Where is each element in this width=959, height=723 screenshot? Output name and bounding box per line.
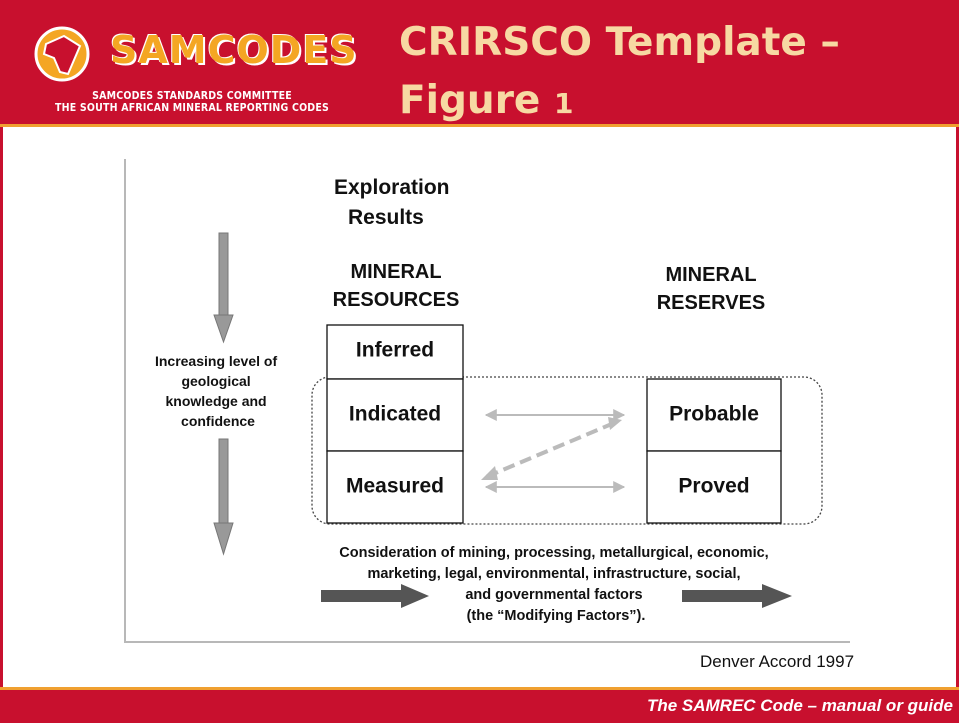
probable-box bbox=[646, 378, 782, 452]
down-arrow-top-shaft bbox=[218, 232, 229, 316]
samcodes-logo: SAMCODES SAMCODES STANDARDS COMMITTEE TH… bbox=[22, 14, 362, 114]
title-figure-number: 1 bbox=[553, 87, 574, 120]
inferred-label: Inferred bbox=[356, 339, 434, 362]
crirsco-figure: Exploration Results MINERAL RESOURCES MI… bbox=[124, 159, 850, 643]
side-label-line-2: geological bbox=[181, 373, 250, 389]
right-dark-arrow-shaft bbox=[682, 590, 762, 602]
crirsco-diagram: Exploration Results MINERAL RESOURCES MI… bbox=[155, 176, 823, 624]
reserves-title-1: MINERAL bbox=[665, 264, 756, 286]
header-banner: SAMCODES SAMCODES STANDARDS COMMITTEE TH… bbox=[0, 0, 959, 127]
side-label-line-1: Increasing level of bbox=[155, 353, 277, 369]
down-arrow-top-head bbox=[213, 314, 234, 344]
measured-box bbox=[326, 450, 464, 524]
indicated-measured-envelope bbox=[311, 376, 823, 525]
logo-wordmark: SAMCODES bbox=[110, 28, 358, 72]
inferred-box bbox=[326, 324, 464, 380]
exploration-title-1: Exploration bbox=[334, 176, 450, 199]
modifying-line-3: and governmental factors bbox=[465, 587, 642, 603]
left-border bbox=[0, 127, 3, 687]
proved-box bbox=[646, 450, 782, 524]
modifying-line-2: marketing, legal, environmental, infrast… bbox=[367, 566, 740, 582]
side-label-line-4: confidence bbox=[181, 413, 255, 429]
dashed-arrow-head-left bbox=[481, 466, 498, 480]
resources-title-1: MINERAL bbox=[350, 261, 441, 283]
left-dark-arrow-shaft bbox=[321, 590, 401, 602]
proved-label: Proved bbox=[678, 475, 749, 498]
down-arrow-bottom-shaft bbox=[218, 438, 229, 524]
page-title: CRIRSCO Template – Figure 1 bbox=[399, 14, 939, 133]
logo-subtitle-1: SAMCODES STANDARDS COMMITTEE bbox=[92, 90, 292, 102]
figure-caption: Denver Accord 1997 bbox=[700, 652, 855, 671]
africa-map-icon bbox=[34, 26, 90, 82]
modifying-line-1: Consideration of mining, processing, met… bbox=[339, 545, 768, 561]
title-figure-word: Figure bbox=[399, 78, 554, 123]
right-dark-arrow-head bbox=[762, 584, 792, 608]
footer-text: The SAMREC Code – manual or guide bbox=[646, 696, 953, 715]
side-label: Increasing level of geological knowledge… bbox=[155, 353, 281, 429]
side-label-line-3: knowledge and bbox=[165, 393, 266, 409]
modifying-line-4: (the “Modifying Factors”). bbox=[467, 608, 646, 624]
indicated-label: Indicated bbox=[349, 403, 441, 426]
down-arrow-bottom-head bbox=[213, 522, 234, 556]
footer-bar: The SAMREC Code – manual or guide bbox=[0, 687, 959, 723]
probable-label: Probable bbox=[669, 403, 759, 426]
logo-subtitle-2: THE SOUTH AFRICAN MINERAL REPORTING CODE… bbox=[54, 102, 330, 114]
modifying-factors-text: Consideration of mining, processing, met… bbox=[339, 545, 772, 624]
dashed-arrow-head-right bbox=[608, 417, 622, 430]
reserves-title-2: RESERVES bbox=[657, 292, 766, 314]
title-line-1: CRIRSCO Template – bbox=[399, 20, 840, 65]
resources-title-2: RESOURCES bbox=[333, 289, 460, 311]
measured-label: Measured bbox=[346, 475, 444, 498]
exploration-title-2: Results bbox=[348, 206, 424, 229]
right-border bbox=[956, 127, 959, 687]
title-line-2: Figure 1 bbox=[399, 72, 939, 133]
measured-probable-dashed-arrow bbox=[485, 421, 615, 479]
left-dark-arrow-head bbox=[401, 584, 429, 608]
